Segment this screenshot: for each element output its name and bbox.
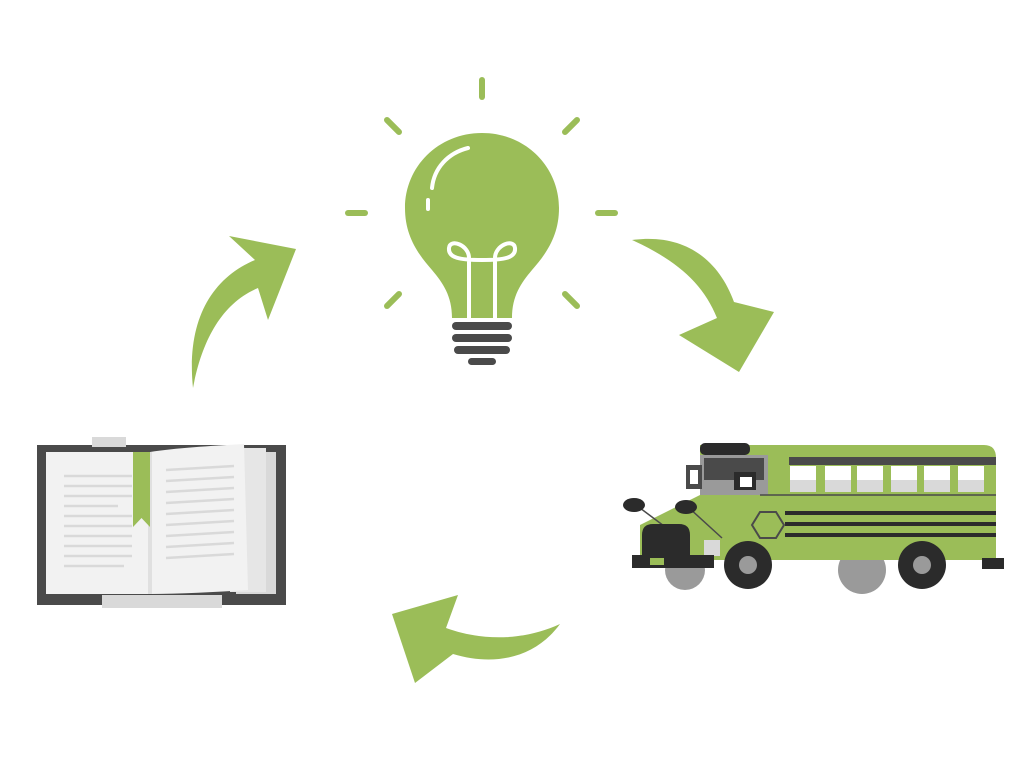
bus-windows — [789, 457, 996, 492]
book-right-text-lines — [165, 464, 235, 560]
lightbulb-rays — [345, 77, 618, 309]
arrow-study-to-idea — [191, 236, 296, 388]
arrow-transport-to-study — [392, 595, 560, 683]
school-bus-icon — [623, 443, 1004, 594]
lightbulb-highlight — [430, 146, 470, 190]
bus-grille — [642, 524, 690, 555]
bus-mirrors — [623, 498, 723, 539]
lightbulb-icon — [345, 77, 618, 365]
lightbulb-glass — [405, 133, 559, 318]
lightbulb-filament — [447, 241, 517, 320]
bus-bumper — [632, 555, 714, 568]
book-bookmark — [133, 452, 150, 527]
bus-emblem — [750, 511, 786, 539]
arrow-idea-to-transport — [632, 238, 774, 372]
bus-body — [700, 445, 996, 560]
book-left-text-lines — [64, 474, 132, 568]
lightbulb-base — [452, 322, 512, 365]
open-book-icon — [37, 437, 286, 608]
bus-wheels — [724, 541, 946, 589]
book-left-page — [46, 452, 150, 594]
bus-stripes — [785, 511, 996, 537]
